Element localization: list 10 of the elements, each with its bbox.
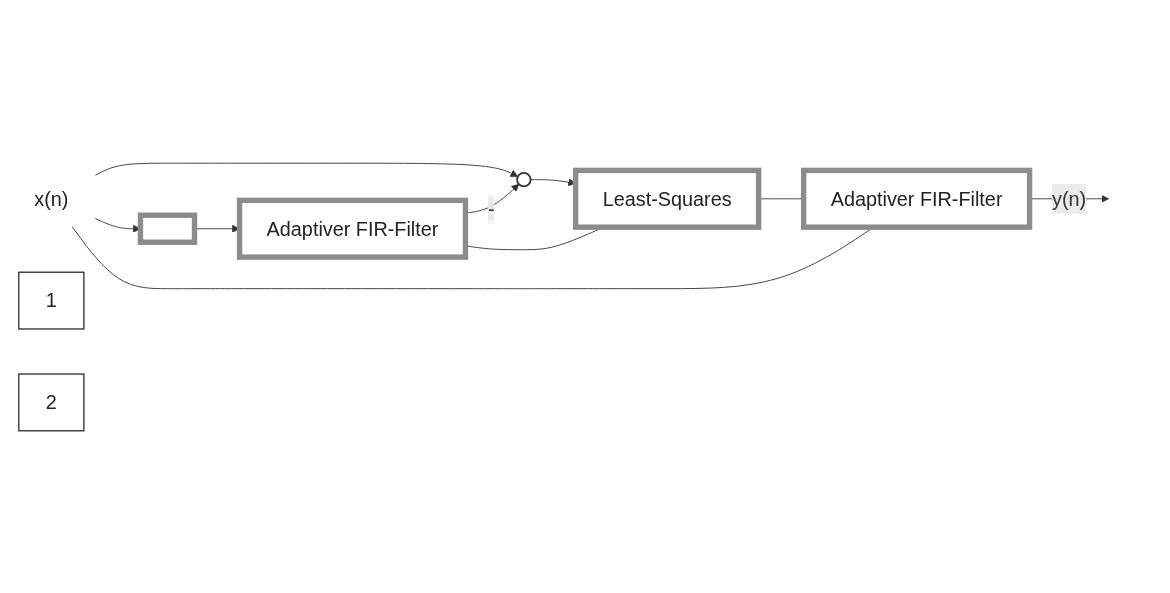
node-circle: [516, 171, 532, 187]
node-box: Adaptiver FIR-Filter: [800, 167, 1033, 230]
node-box: 2: [18, 372, 85, 431]
node-box: Adaptiver FIR-Filter: [236, 197, 469, 260]
node-box: 1: [18, 271, 85, 330]
edge-label: -: [487, 197, 495, 221]
node-box: [137, 212, 198, 245]
node-text: x(n): [34, 187, 69, 210]
edge-label: y(n): [1052, 187, 1087, 210]
node-box: Least-Squares: [572, 167, 762, 230]
